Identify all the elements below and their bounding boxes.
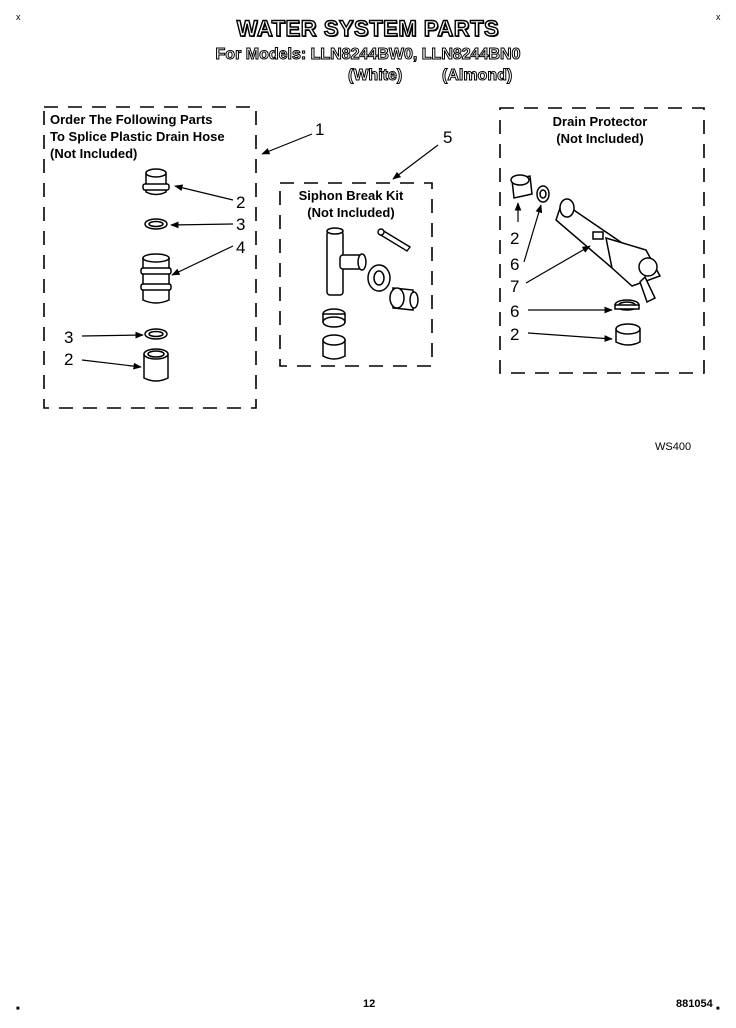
callout-2-drain-top: 2 [510, 229, 520, 248]
splice-label-line2: To Splice Plastic Drain Hose [50, 129, 225, 144]
callout-6-drain-top: 6 [510, 255, 520, 274]
splice-top-clamp-part [144, 218, 168, 230]
siphon-tee-part [326, 227, 367, 296]
drain-box-frame [499, 107, 705, 374]
corner-mark-top-right: x [716, 12, 721, 22]
siphon-cap-part [322, 334, 346, 360]
splice-connector-part [140, 253, 172, 304]
splice-label-line1: Order The Following Parts [50, 112, 213, 127]
siphon-label-line1: Siphon Break Kit [298, 188, 404, 203]
callout-4-splice: 4 [236, 238, 246, 257]
callout-2-drain-bottom: 2 [510, 325, 520, 344]
siphon-box-label: Siphon Break Kit (Not Included) [280, 187, 422, 221]
color-almond-label: (Almond) [441, 67, 513, 85]
siphon-ring-part [322, 308, 346, 328]
diagram-code: WS400 [655, 441, 692, 453]
siphon-leader-line [392, 144, 439, 180]
callout-6-drain-bottom: 6 [510, 302, 520, 321]
callout-2-splice-bottom: 2 [64, 350, 74, 369]
corner-mark-top-left: x [16, 12, 21, 22]
splice-top-cap-part [142, 168, 170, 196]
callout-3-splice-top: 3 [236, 215, 246, 234]
callout-1: 1 [315, 120, 325, 139]
corner-mark-bottom-right: ■ [716, 1006, 720, 1012]
siphon-pin-part [377, 228, 412, 252]
splice-leader-lines [81, 133, 313, 370]
callout-7-drain: 7 [510, 277, 520, 296]
splice-bottom-clamp-part [144, 328, 168, 340]
drain-leader-lines [514, 202, 613, 342]
drain-body-part [555, 198, 662, 304]
drain-cap-top-part [510, 174, 533, 199]
drain-ring-top-part [536, 185, 550, 203]
callout-2-splice-top: 2 [236, 193, 246, 212]
splice-bottom-cap-part [143, 348, 169, 382]
page-number: 12 [363, 998, 376, 1010]
splice-label-line3: (Not Included) [50, 146, 138, 161]
drain-cap-bottom-part [615, 323, 641, 346]
color-white-label: (White) [347, 67, 403, 85]
callout-3-splice-bottom: 3 [64, 328, 74, 347]
siphon-adapter-part [389, 287, 419, 311]
siphon-nut-part [367, 264, 391, 292]
splice-box-frame [43, 106, 257, 409]
splice-box-label: Order The Following Parts To Splice Plas… [50, 111, 225, 162]
document-number: 881054 [676, 998, 713, 1010]
model-numbers: For Models: LLN8244BW0, LLN8244BN0 [215, 46, 521, 64]
drain-box-label: Drain Protector (Not Included) [510, 113, 690, 147]
corner-mark-bottom-left: ■ [16, 1006, 20, 1012]
page-title: WATER SYSTEM PARTS [236, 15, 500, 41]
callout-5: 5 [443, 128, 453, 147]
drain-label-line2: (Not Included) [556, 131, 644, 146]
drain-ring-bottom-part [614, 299, 640, 311]
drain-label-line1: Drain Protector [552, 114, 648, 129]
siphon-label-line2: (Not Included) [307, 205, 395, 220]
siphon-box-frame [279, 182, 433, 367]
